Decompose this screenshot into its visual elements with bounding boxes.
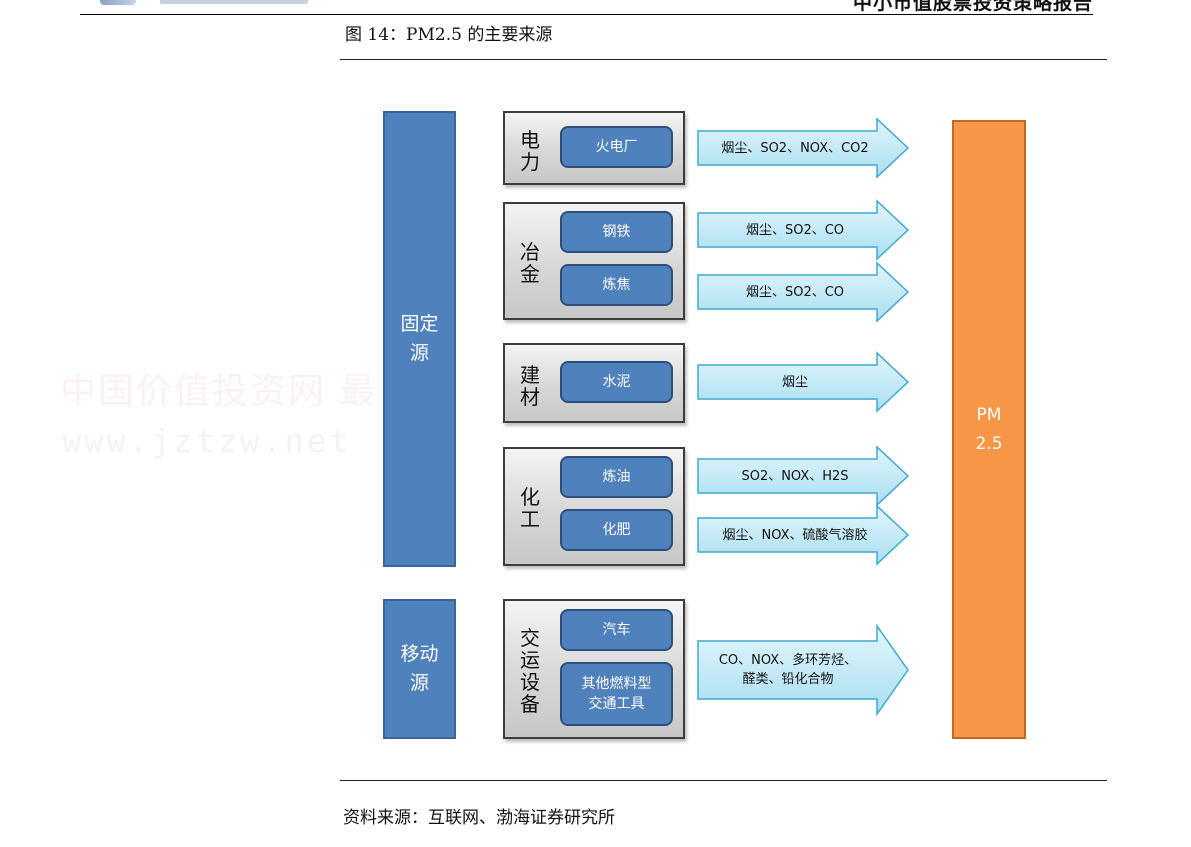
emission-label-power: 烟尘、SO2、NOX、CO2 [721, 140, 869, 156]
emission-arrow-refining [697, 445, 910, 507]
emission-label-transport: CO、NOX、多环芳烃、 醛类、铅化合物 [718, 653, 858, 687]
subsource-label: 汽车 [602, 622, 631, 638]
watermark-url: www.jztzw.net [62, 422, 352, 460]
logo-text [160, 0, 308, 4]
subsource-label: 化肥 [602, 522, 631, 538]
subsource-cement: 水泥 [560, 361, 673, 403]
emission-label-refining: SO2、NOX、H2S [741, 468, 849, 484]
watermark-text: 中国价值投资网 最 最 [60, 371, 429, 412]
subsource-label: 炼油 [602, 469, 631, 485]
caption-divider [340, 59, 1107, 60]
sector-label: 建材 [520, 363, 540, 409]
emission-arrow-transport [697, 623, 909, 717]
sector-label: 化工 [520, 485, 540, 531]
subsource-label: 火电厂 [595, 139, 638, 155]
subsource-oil-refining: 炼油 [560, 456, 673, 498]
subsource-steel: 钢铁 [560, 211, 673, 253]
subsource-thermal-power-plant: 火电厂 [560, 126, 673, 168]
subsource-label: 水泥 [602, 374, 631, 390]
subsource-label: 钢铁 [602, 224, 631, 240]
report-title: 中小市值股票投资策略报告 [852, 0, 1093, 14]
sector-label: 冶金 [520, 240, 540, 286]
emission-label-coking: 烟尘、SO2、CO [745, 284, 845, 300]
emission-label-cement: 烟尘 [781, 374, 808, 390]
pm25-target-box: PM 2.5 [952, 120, 1026, 739]
emission-label-fertilizer: 烟尘、NOX、硫酸气溶胶 [722, 527, 868, 543]
sector-label: 电力 [520, 128, 540, 174]
emission-arrow-fertilizer [697, 504, 910, 566]
sector-label: 交运设备 [520, 626, 540, 716]
pm25-label: PM 2.5 [975, 404, 1003, 454]
subsource-label: 炼焦 [602, 277, 631, 293]
fixed-source-box: 固定 源 [383, 111, 456, 567]
header-divider [80, 14, 1093, 15]
subsource-automobile: 汽车 [560, 609, 673, 651]
emission-arrow-coking [697, 261, 910, 323]
emission-arrow-cement [697, 351, 910, 413]
emission-arrow-steel [697, 199, 910, 261]
subsource-other-fuel-vehicles: 其他燃料型 交通工具 [560, 662, 673, 726]
mobile-source-box: 移动 源 [383, 599, 456, 739]
figure-caption: 图 14：PM2.5 的主要来源 [345, 25, 553, 45]
logo-icon [100, 0, 136, 5]
figure-source: 资料来源：互联网、渤海证券研究所 [343, 808, 615, 828]
emission-arrow-power [697, 117, 910, 179]
fixed-source-label: 固定 源 [400, 313, 439, 364]
subsource-label: 其他燃料型 交通工具 [581, 676, 652, 712]
mobile-source-label: 移动 源 [400, 643, 439, 694]
emission-label-steel: 烟尘、SO2、CO [745, 222, 845, 238]
subsource-coking: 炼焦 [560, 264, 673, 306]
source-divider [340, 780, 1107, 781]
subsource-fertilizer: 化肥 [560, 509, 673, 551]
